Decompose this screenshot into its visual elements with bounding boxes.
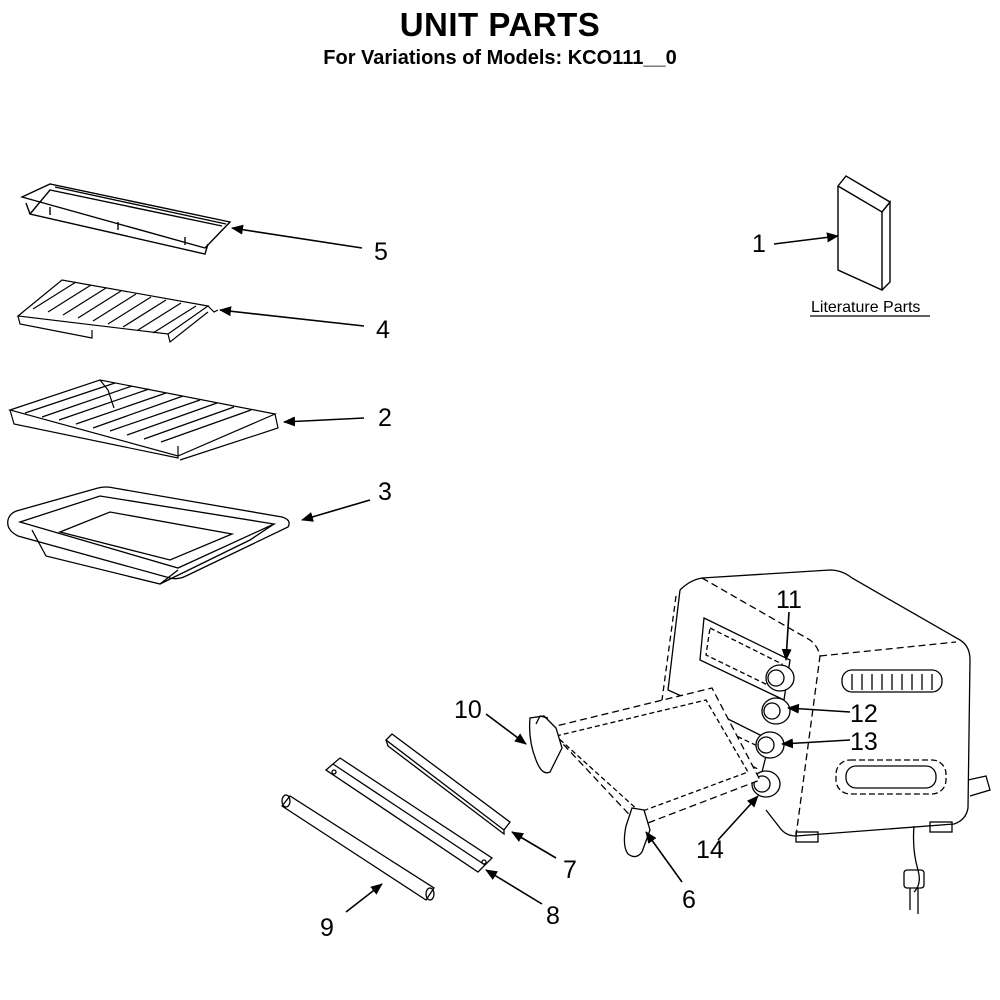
callout-arrow-1 bbox=[773, 232, 839, 245]
wire-rack-small-drawing bbox=[16, 279, 219, 344]
page-subtitle: For Variations of Models: KCO111__0 bbox=[323, 47, 677, 69]
callout-9: 9 bbox=[320, 914, 334, 942]
callout-arrow-13 bbox=[781, 738, 851, 749]
callout-5: 5 bbox=[374, 238, 388, 266]
callout-arrow-12 bbox=[787, 703, 851, 714]
literature-booklet-drawing bbox=[836, 175, 892, 292]
heating-elements-drawing bbox=[281, 733, 511, 901]
callout-arrow-11 bbox=[781, 611, 792, 661]
callout-arrow-5 bbox=[231, 224, 363, 249]
toaster-oven-drawing bbox=[661, 569, 991, 914]
callout-arrow-3 bbox=[301, 499, 371, 522]
broil-rack-drawing bbox=[7, 379, 279, 461]
callout-arrow-9 bbox=[345, 883, 383, 913]
callout-arrow-6 bbox=[645, 831, 683, 883]
callout-13: 13 bbox=[850, 728, 878, 756]
callout-12: 12 bbox=[850, 700, 878, 728]
page-title: UNIT PARTS bbox=[399, 6, 601, 43]
callout-8: 8 bbox=[546, 902, 560, 930]
callout-10: 10 bbox=[454, 696, 482, 724]
callout-14: 14 bbox=[696, 836, 724, 864]
callout-arrow-2 bbox=[283, 416, 365, 427]
oven-door-drawing bbox=[528, 687, 761, 858]
callout-arrow-4 bbox=[219, 306, 365, 327]
literature-parts-label: Literature Parts bbox=[811, 299, 920, 316]
callout-1: 1 bbox=[752, 230, 766, 258]
callout-3: 3 bbox=[378, 478, 392, 506]
callout-arrow-10 bbox=[485, 713, 527, 745]
callout-arrow-8 bbox=[485, 869, 543, 905]
callout-arrow-7 bbox=[511, 831, 557, 859]
callout-arrow-14 bbox=[717, 795, 759, 841]
baking-pan-drawing bbox=[7, 486, 290, 585]
callout-11: 11 bbox=[776, 586, 802, 614]
callout-2: 2 bbox=[378, 404, 392, 432]
callout-6: 6 bbox=[682, 886, 696, 914]
crumb-tray-drawing bbox=[19, 183, 232, 255]
callout-7: 7 bbox=[563, 856, 577, 884]
callout-4: 4 bbox=[376, 316, 390, 344]
